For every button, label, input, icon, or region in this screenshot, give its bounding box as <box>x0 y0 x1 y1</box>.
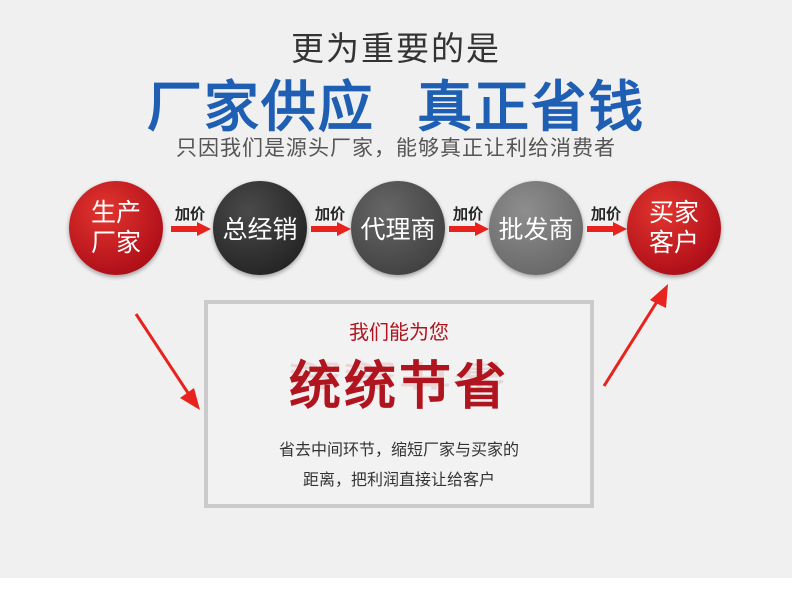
chain-node-text: 代理商 <box>360 215 436 244</box>
savings-box: 我们能为您 统统节省 统统节省 省去中间环节，缩短厂家与买家的 距离，把利润直接… <box>204 300 594 508</box>
right-arrow-icon <box>311 222 351 236</box>
headline-intro: 更为重要的是 <box>291 29 501 68</box>
right-arrow-icon <box>449 222 489 236</box>
markup-arrow-1: 加价 <box>169 203 211 237</box>
savings-description-line-1: 省去中间环节，缩短厂家与买家的 <box>278 440 519 459</box>
chain-node-text: 生产 <box>90 198 141 227</box>
right-arrow-icon <box>171 222 211 236</box>
headline-subtitle: 只因我们是源头厂家，能够真正让利给消费者 <box>176 136 616 160</box>
chain-node-manufacturer: 生产 厂家 <box>69 181 163 275</box>
savings-heading: 我们能为您 <box>349 320 449 344</box>
markup-label: 加价 <box>452 205 483 223</box>
chain-node-text: 买家 <box>648 198 699 227</box>
chain-node-general-distributor: 总经销 <box>213 181 307 275</box>
markup-arrow-3: 加价 <box>447 203 489 237</box>
savings-title: 统统节省 <box>288 356 509 417</box>
chain-node-wholesaler: 批发商 <box>489 181 583 275</box>
markup-label: 加价 <box>590 205 621 223</box>
down-right-arrow-icon <box>134 313 200 410</box>
up-right-arrow-icon <box>602 284 668 387</box>
chain-node-agent: 代理商 <box>351 181 445 275</box>
markup-label: 加价 <box>174 205 205 223</box>
headline-main: 厂家供应 真正省钱 <box>146 75 646 139</box>
chain-node-text: 总经销 <box>222 215 298 244</box>
chain-node-text: 厂家 <box>90 228 141 257</box>
savings-description-line-2: 距离，把利润直接让给客户 <box>302 470 495 489</box>
markup-arrow-4: 加价 <box>585 203 627 237</box>
infographic-panel: 更为重要的是 厂家供应 真正省钱 只因我们是源头厂家，能够真正让利给消费者 生产… <box>0 0 792 578</box>
right-arrow-icon <box>587 222 627 236</box>
markup-arrow-2: 加价 <box>309 203 351 237</box>
chain-node-buyer: 买家 客户 <box>627 181 721 275</box>
chain-node-text: 批发商 <box>498 215 574 244</box>
chain-node-text: 客户 <box>648 228 699 257</box>
markup-label: 加价 <box>314 205 345 223</box>
